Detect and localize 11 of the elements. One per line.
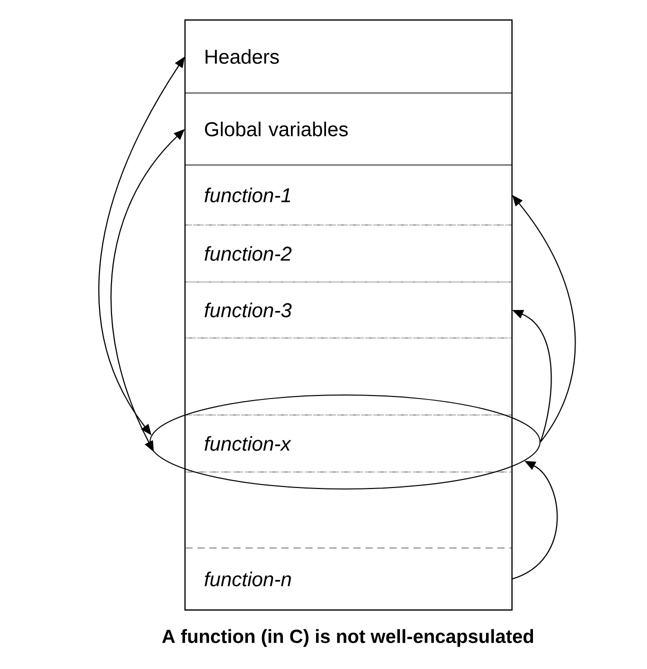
empty-row [184,472,512,548]
section-row: Headers [184,20,512,94]
function-row: function-3 [184,282,512,338]
section-row: Global variables [184,92,512,166]
function-row: function-1 [184,164,512,226]
ellipse [150,394,540,490]
function-row: function-n [184,548,512,610]
function-row: function-2 [184,224,512,282]
empty-row [184,338,512,416]
caption: A function (in C) is not well-encapsulated [162,629,534,647]
arrow [512,460,558,580]
